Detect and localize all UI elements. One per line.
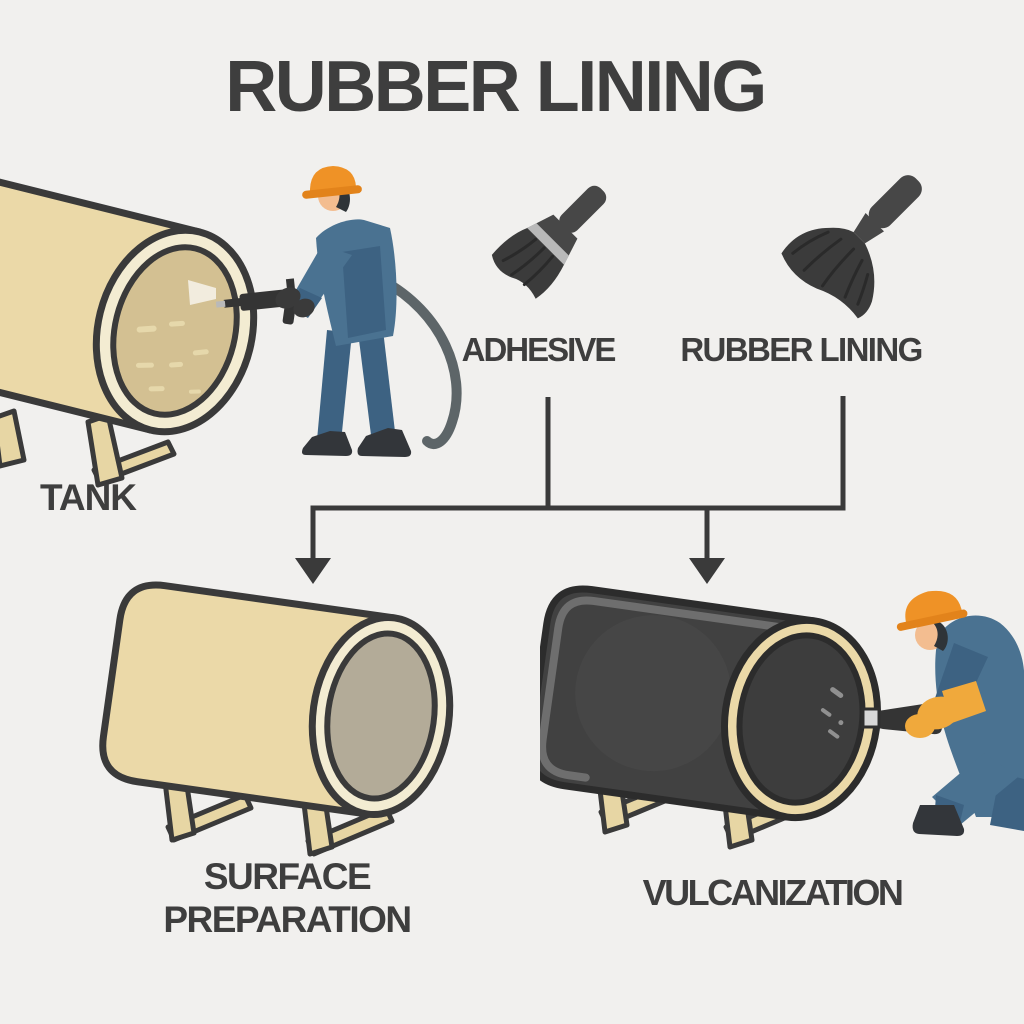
worker-spraying (188, 166, 462, 457)
prepared-tank-illustration (99, 581, 454, 857)
worker-glove (905, 714, 935, 738)
worker-boot (357, 428, 412, 457)
label-surface-preparation: SURFACE PREPARATION (163, 856, 412, 940)
spray-mist (188, 280, 216, 305)
page-title: RUBBER LINING (225, 47, 767, 127)
inspection-marks (820, 687, 844, 739)
worker-boot (912, 805, 965, 836)
tank-and-spraying-worker-illustration (0, 160, 462, 488)
spray-flecks (135, 320, 209, 394)
rubber-lined-tank (540, 585, 882, 822)
worker-boot (302, 431, 353, 456)
rubber-lined-tank-illustration (540, 585, 1024, 850)
worker-glove (275, 287, 301, 309)
label-tank: TANK (40, 477, 137, 518)
hard-hat (896, 590, 968, 631)
hard-hat (302, 166, 362, 199)
arrow-to-surface-preparation (295, 508, 331, 584)
paint-brush-icon (491, 185, 607, 299)
label-vulcanization: VULCANIZATION (642, 872, 904, 913)
prepared-tank (99, 581, 454, 818)
arrow-to-vulcanization (689, 508, 725, 584)
worker-kneeling (861, 590, 1024, 836)
label-adhesive: ADHESIVE (461, 331, 617, 368)
label-rubber-lining: RUBBER LINING (680, 331, 923, 368)
worker-glove (293, 298, 315, 318)
rubber-trowel-icon (781, 175, 922, 319)
tank-support-legs (0, 408, 177, 488)
spray-hose (377, 275, 462, 450)
